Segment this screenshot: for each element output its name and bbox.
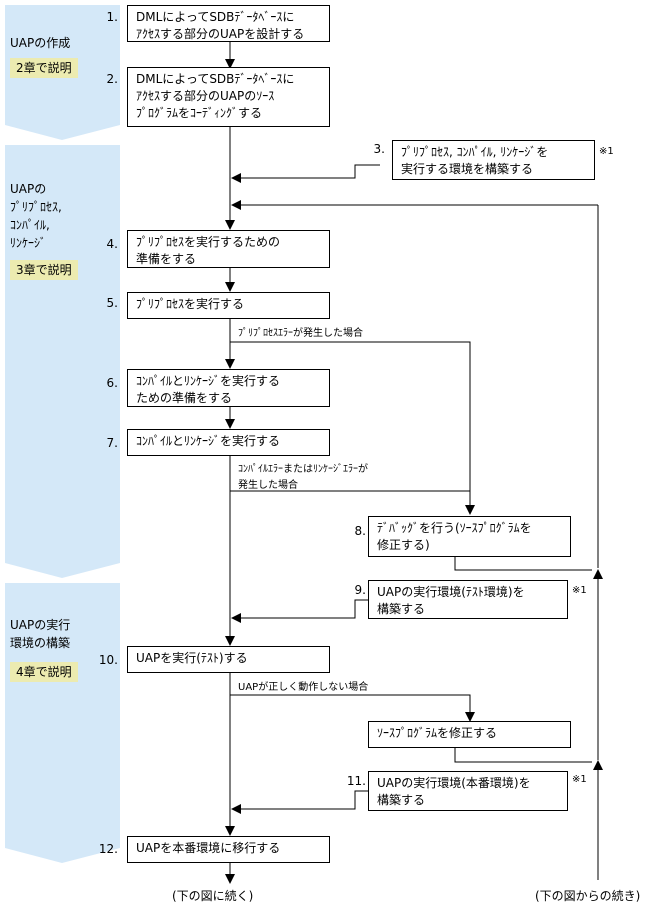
step-7-number: 7. <box>106 436 118 450</box>
step-6-box: ｺﾝﾊﾟｲﾙとﾘﾝｹｰｼﾞを実行する ための準備をする <box>127 369 330 407</box>
continue-below-label: (下の図に続く) <box>172 889 254 903</box>
phase-band-2 <box>5 145 120 578</box>
condition-compile-error: ｺﾝﾊﾟｲﾙｴﾗｰまたはﾘﾝｹｰｼﾞｴﾗｰが 発生した場合 <box>238 464 368 491</box>
step-5-box: ﾌﾟﾘﾌﾟﾛｾｽを実行する <box>127 292 330 319</box>
step-2-number: 2. <box>106 72 118 86</box>
step-6-number: 6. <box>106 376 118 390</box>
continue-from-below-label: (下の図からの続き) <box>535 889 641 903</box>
step-1-number: 1. <box>106 10 118 24</box>
step-5-number: 5. <box>106 296 118 310</box>
step-1-box: DMLによってSDBﾃﾞｰﾀﾍﾞｰｽに ｱｸｾｽする部分のUAPを設計する <box>127 5 330 42</box>
condition-uap-fail: UAPが正しく動作しない場合 <box>238 682 369 693</box>
step-11-note: ※1 <box>572 774 587 785</box>
phase-3-title: UAPの実行 環境の構築 <box>10 618 71 650</box>
step-11-number: 11. <box>346 774 366 788</box>
phase-2-title: UAPの ﾌﾟﾘﾌﾟﾛｾｽ, ｺﾝﾊﾟｲﾙ, ﾘﾝｹｰｼﾞ <box>10 182 62 250</box>
step-8-box: ﾃﾞﾊﾞｯｸﾞを行う(ｿｰｽﾌﾟﾛｸﾞﾗﾑを 修正する) <box>368 516 571 557</box>
step-10-box: UAPを実行(ﾃｽﾄ)する <box>127 646 330 673</box>
phase-2-badge: 3章で説明 <box>10 260 78 280</box>
phase-3-badge: 4章で説明 <box>10 662 78 682</box>
step-4-number: 4. <box>106 237 118 251</box>
step-3-number: 3. <box>373 142 385 156</box>
step-9-number: 9. <box>354 583 366 597</box>
condition-preprocess-error: ﾌﾟﾘﾌﾟﾛｾｽｴﾗｰが発生した場合 <box>238 328 363 339</box>
step-10-number: 10. <box>98 653 118 667</box>
step-9-note: ※1 <box>572 585 587 596</box>
step-12-box: UAPを本番環境に移行する <box>127 836 330 863</box>
step-2-box: DMLによってSDBﾃﾞｰﾀﾍﾞｰｽに ｱｸｾｽする部分のUAPのｿｰｽ ﾌﾟﾛ… <box>127 67 330 127</box>
step-4-box: ﾌﾟﾘﾌﾟﾛｾｽを実行するための 準備をする <box>127 230 330 268</box>
phase-1-title: UAPの作成 <box>10 36 71 50</box>
step-8-number: 8. <box>354 524 366 538</box>
step-3-note: ※1 <box>599 146 614 157</box>
step-12-number: 12. <box>98 842 118 856</box>
step-11-box: UAPの実行環境(本番環境)を 構築する <box>368 771 568 811</box>
phase-band-3 <box>5 583 120 863</box>
phase-1-badge: 2章で説明 <box>10 58 78 78</box>
step-7-box: ｺﾝﾊﾟｲﾙとﾘﾝｹｰｼﾞを実行する <box>127 429 330 456</box>
step-9-box: UAPの実行環境(ﾃｽﾄ環境)を 構築する <box>368 580 568 619</box>
fix-source-box: ｿｰｽﾌﾟﾛｸﾞﾗﾑを修正する <box>368 721 571 748</box>
step-3-box: ﾌﾟﾘﾌﾟﾛｾｽ, ｺﾝﾊﾟｲﾙ, ﾘﾝｹｰｼﾞを 実行する環境を構築する <box>392 140 595 180</box>
